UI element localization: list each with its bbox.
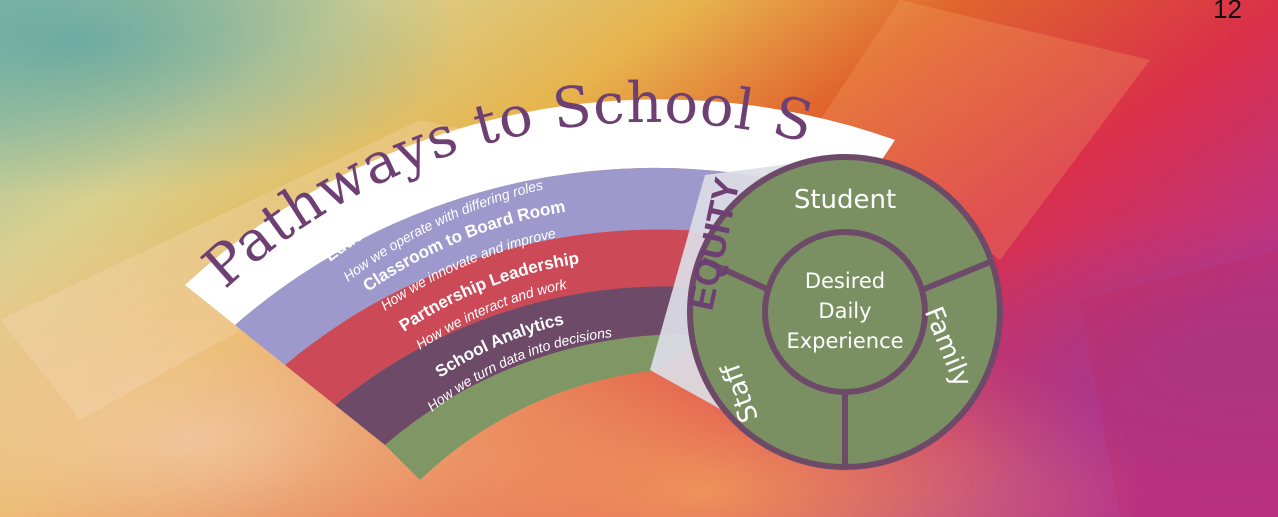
divider-top-right: [910, 259, 992, 297]
inner-circle: [762, 229, 928, 395]
band-school-analytics: [385, 334, 710, 480]
band-partnership-leadership: [335, 286, 760, 445]
page-number: 12: [1213, 0, 1242, 24]
segment-label-student: Student: [794, 185, 896, 215]
center-line-2: Daily: [818, 299, 871, 323]
center-line-3: Experience: [786, 329, 903, 353]
center-line-1: Desired: [805, 269, 885, 293]
title-banner: [185, 99, 895, 325]
